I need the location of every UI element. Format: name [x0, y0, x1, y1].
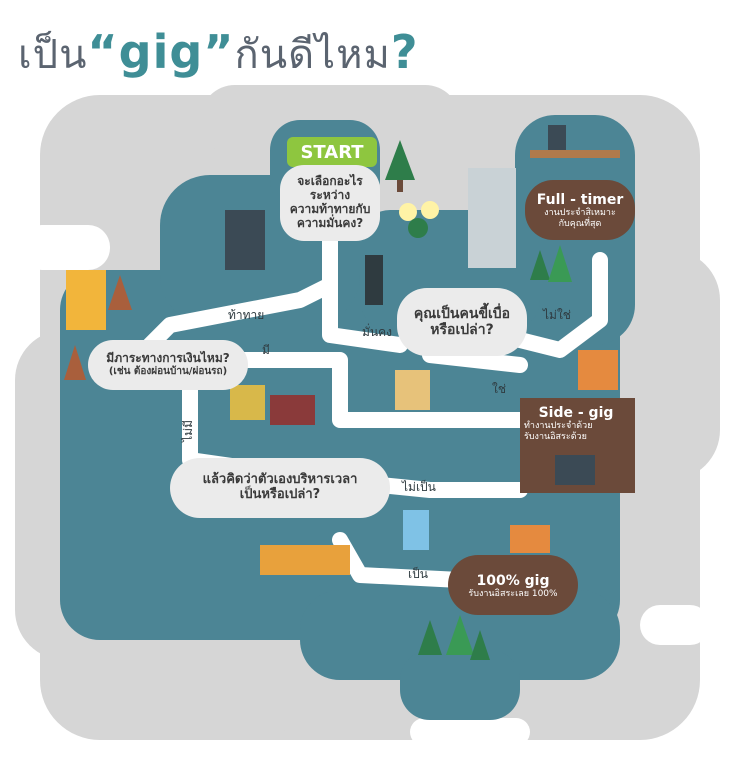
- label-stable: มั่นคง: [362, 325, 392, 339]
- q4-line1: แล้วคิดว่าตัวเองบริหารเวลา: [202, 472, 358, 488]
- title-close-quote: ”: [203, 25, 235, 79]
- q1-line1: จะเลือกอะไร: [297, 174, 363, 189]
- question-challenge-or-stability: จะเลือกอะไร ระหว่าง ความท้าทายกับ ความมั…: [280, 165, 380, 241]
- q1-line3: ความท้าทายกับ: [289, 202, 371, 216]
- label-not-bored: ไม่ใช่: [543, 308, 571, 322]
- buildings: [66, 168, 516, 550]
- outcome-full-timer: Full - timer งานประจำสิเหมาะ กับคุณที่สุ…: [528, 192, 632, 231]
- title-prefix: เป็น: [18, 32, 88, 78]
- side-gig-sub2: รับงานอิสระด้วย: [524, 432, 587, 443]
- full-timer-title: Full - timer: [536, 192, 624, 208]
- label-cannot-manage: ไม่เป็น: [402, 480, 436, 494]
- q3-line2: (เช่น ต้องผ่อนบ้าน/ผ่อนรถ): [108, 366, 228, 378]
- label-no-burden: ไม่มี: [181, 420, 195, 442]
- people-illustrations: [225, 125, 620, 575]
- outcome-side-gig: Side - gig ทำงานประจำด้วย รับงานอิสระด้ว…: [524, 405, 628, 444]
- title-gig-word: gig: [118, 25, 204, 79]
- full-timer-sub1: งานประจำสิเหมาะ: [544, 208, 616, 218]
- q1-line2: ระหว่าง: [309, 188, 351, 203]
- q3-line1: มีภาระทางการเงินไหม?: [106, 351, 230, 366]
- q2-line1: คุณเป็นคนขี้เบื่อ: [413, 305, 511, 322]
- title-suffix: กันดีไหม: [234, 32, 391, 78]
- q2-line2: หรือเปล่า?: [430, 322, 494, 338]
- q4-line2: เป็นหรือเปล่า?: [239, 487, 321, 502]
- title-open-quote: “: [87, 25, 119, 79]
- full-gig-title: 100% gig: [476, 573, 550, 589]
- label-challenge: ท้าทาย: [228, 308, 265, 322]
- start-badge: START: [287, 137, 377, 167]
- question-time-management: แล้วคิดว่าตัวเองบริหารเวลา เป็นหรือเปล่า…: [170, 458, 390, 518]
- side-gig-title: Side - gig: [538, 405, 614, 421]
- page-title: เป็น“gig”กันดีไหม?: [18, 22, 419, 86]
- full-timer-sub2: กับคุณที่สุด: [558, 219, 602, 230]
- full-gig-sub1: รับงานอิสระเลย 100%: [468, 589, 558, 599]
- flowers: [399, 201, 439, 238]
- outcome-100-percent-gig: 100% gig รับงานอิสระเลย 100%: [452, 573, 574, 600]
- q1-line4: ความมั่นคง?: [296, 215, 364, 230]
- question-financial-burden: มีภาระทางการเงินไหม? (เช่น ต้องผ่อนบ้าน/…: [88, 340, 248, 390]
- title-question-mark: ?: [390, 25, 419, 79]
- label-have-burden: มี: [262, 343, 270, 357]
- side-gig-sub1: ทำงานประจำด้วย: [524, 421, 593, 431]
- outcome-panels: [448, 180, 635, 615]
- question-easily-bored: คุณเป็นคนขี้เบื่อ หรือเปล่า?: [397, 288, 527, 356]
- label-can-manage: เป็น: [408, 567, 428, 581]
- trees: [64, 140, 572, 660]
- label-yes-bored: ใช่: [492, 382, 507, 396]
